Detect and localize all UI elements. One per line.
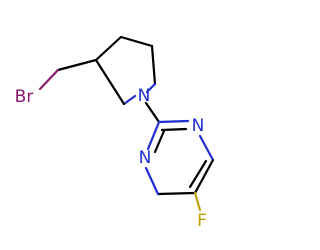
bond-n1-c2 (146, 120, 161, 151)
piperidine-nitrogen-label: N (138, 86, 151, 106)
fluorine-atom-label: F (197, 211, 207, 231)
bond-c2-n3 (157, 119, 190, 124)
bond-c5-f (193, 191, 202, 212)
bond-c3-c4 (94, 35, 123, 62)
bond-n1-c2 (122, 94, 137, 106)
piperidine-ring (94, 35, 157, 106)
bond-c6-n1 (145, 82, 157, 94)
bond-c4-c5-inner (188, 159, 208, 189)
bond-n1-pyrimidine-c2 (144, 101, 161, 124)
bond-n1-c2-inner (153, 129, 166, 154)
pyrimidine-nitrogen-lower-label: N (139, 148, 152, 168)
bond-c4-c5 (119, 35, 154, 48)
pyrimidine-ring (144, 119, 215, 196)
molecule-structure-diagram: Br N N N F (15, 35, 215, 231)
bond-c5-c6 (156, 191, 197, 196)
bond-c2-n3-inner (160, 127, 188, 132)
pyrimidine-nitrogen-upper-label: N (192, 116, 205, 136)
bromomethyl-group (38, 58, 98, 91)
bond-c6-n1 (144, 166, 160, 196)
bromine-atom-label: Br (15, 87, 34, 107)
bond-c5-c6 (150, 44, 157, 86)
bond-c3-ch2 (56, 58, 98, 72)
bond-c2-c3 (94, 58, 126, 106)
bond-n3-c4 (198, 134, 215, 162)
bond-ch2-br (38, 68, 60, 91)
bond-c4-c5 (193, 158, 215, 195)
